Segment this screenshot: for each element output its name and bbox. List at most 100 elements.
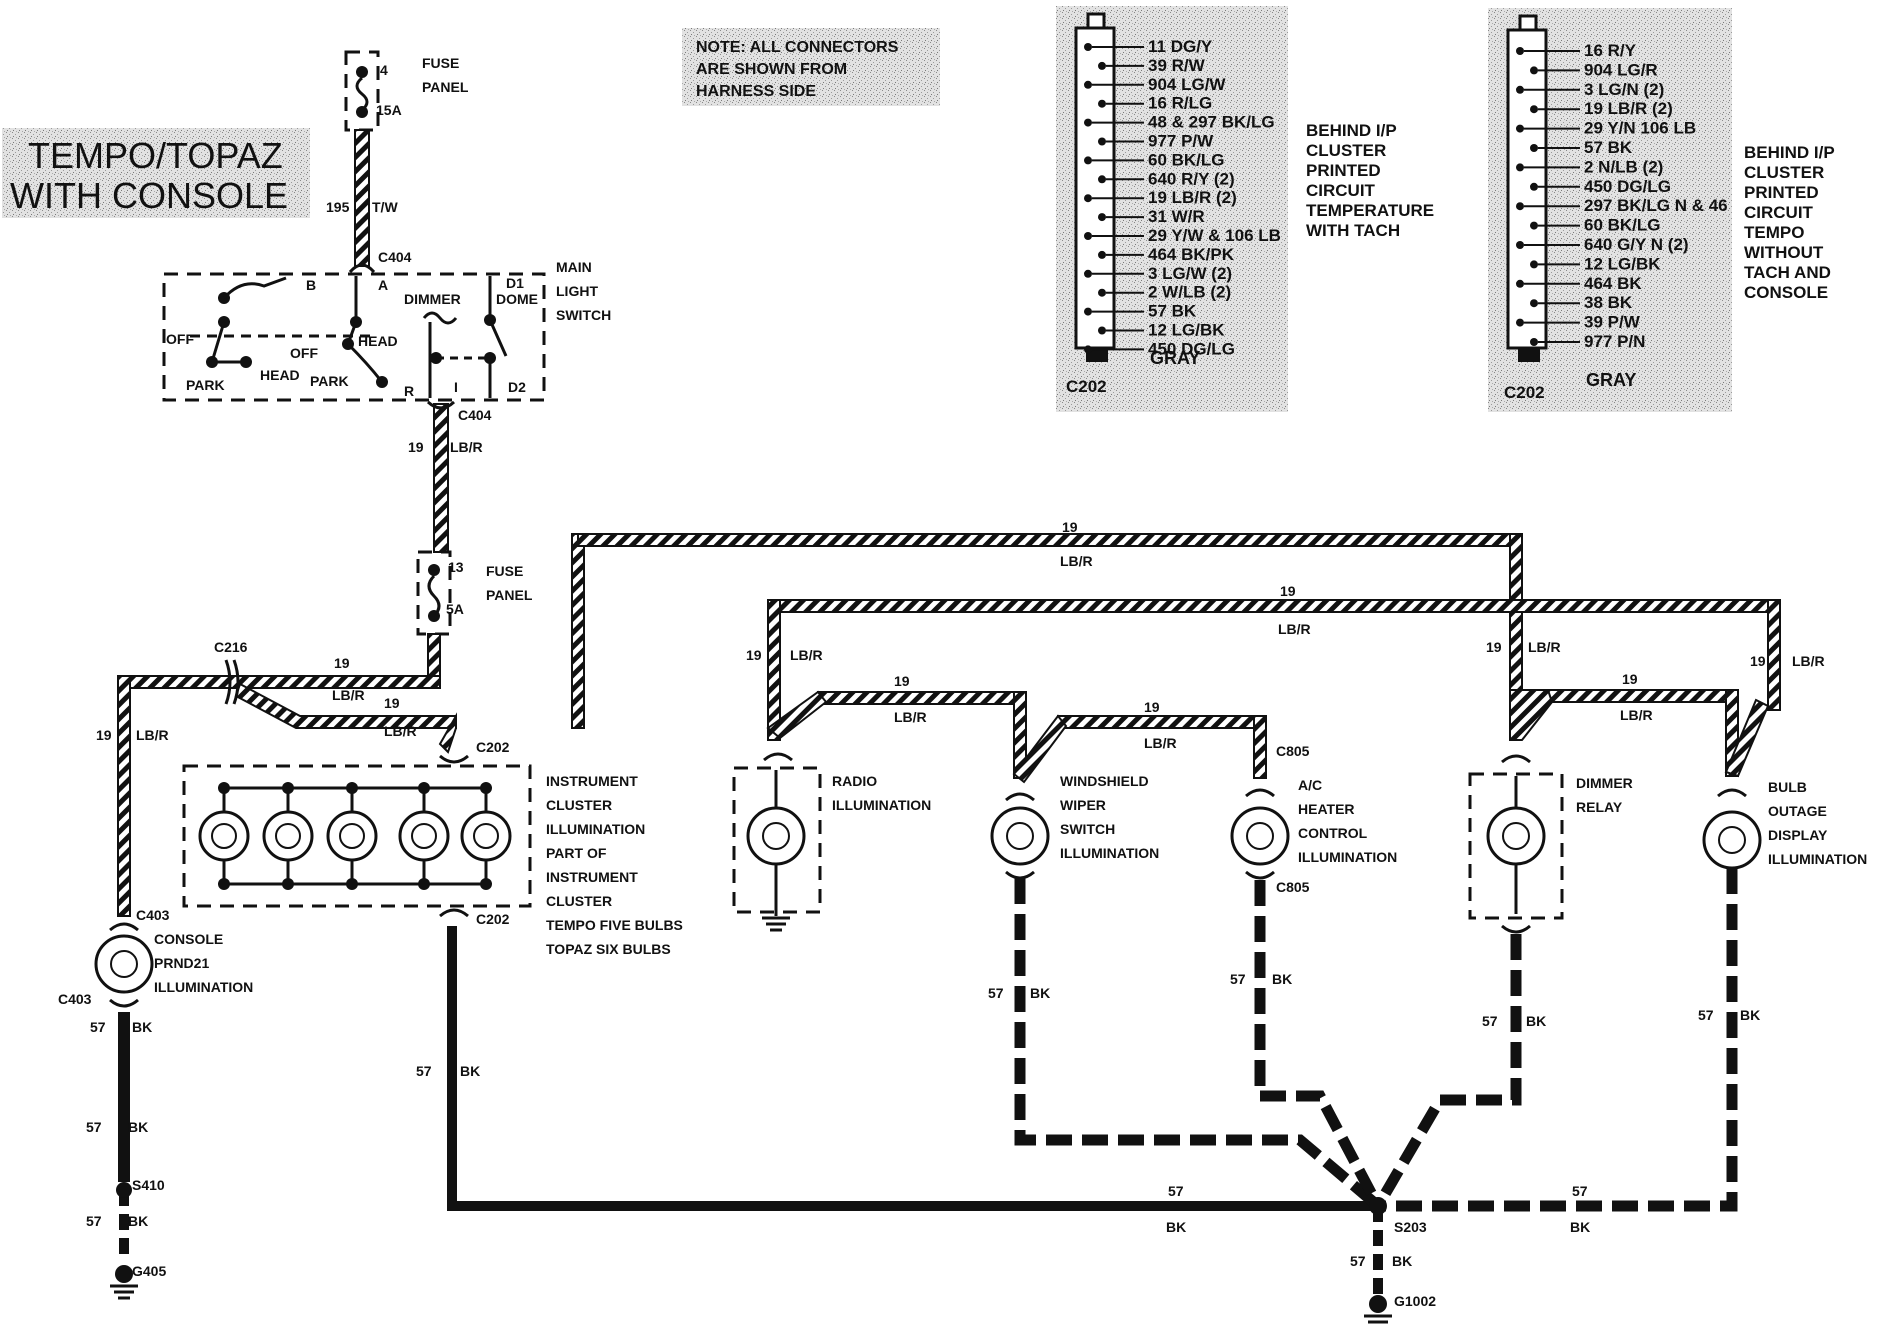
pin-label: 640 R/Y (2): [1148, 169, 1235, 188]
connector-description-line: BEHIND I/P: [1306, 121, 1397, 140]
c202-left-name: C202: [1066, 377, 1107, 396]
wire-feed-color: LB/R: [450, 439, 483, 455]
ground-label-color: BK: [128, 1119, 148, 1135]
wire-195-num: 195: [326, 199, 350, 215]
pin-label: 16 R/LG: [1148, 94, 1212, 113]
wire-label-color: LB/R: [1620, 707, 1653, 723]
connector-pin: [1516, 124, 1524, 133]
ground-icon: [1364, 1314, 1392, 1324]
connector-c403-bottom: C403: [58, 991, 92, 1007]
cluster-label-1: INSTRUMENT: [546, 773, 638, 789]
title-line-1: TEMPO/TOPAZ: [28, 135, 283, 176]
wiper-label-2: WIPER: [1060, 797, 1106, 813]
note-line-3: HARNESS SIDE: [696, 83, 816, 100]
ground-g1002-dot: [1369, 1295, 1387, 1313]
ground-label-color: BK: [128, 1213, 148, 1229]
connector-c404-top-symbol: [348, 263, 376, 274]
connector-pin: [1098, 137, 1106, 146]
pin-label: 2 N/LB (2): [1584, 157, 1663, 176]
pin-label: 19 LB/R (2): [1584, 99, 1673, 118]
connector-pin: [1084, 156, 1092, 165]
ground-label-color: BK: [1272, 971, 1292, 987]
connector-c805-bottom: C805: [1276, 879, 1310, 895]
connector-pin: [1084, 194, 1092, 203]
cluster-label-8: TOPAZ SIX BULBS: [546, 941, 671, 957]
switch-head-2: HEAD: [260, 367, 300, 383]
connector-pin: [1098, 326, 1106, 335]
dimmer-relay-label-2: RELAY: [1576, 799, 1623, 815]
pin-label: 3 LG/W (2): [1148, 264, 1232, 283]
pin-label: 464 BK: [1584, 274, 1642, 293]
connector-pin: [1084, 345, 1092, 354]
connector-pin: [1516, 318, 1524, 327]
connector-pin: [1084, 269, 1092, 278]
wire-label-color: LB/R: [894, 709, 927, 725]
wire-195-color: T/W: [372, 199, 398, 215]
bulb-outage-display-illumination: BULB OUTAGE DISPLAY ILLUMINATION: [1702, 779, 1867, 870]
connector-description-line: TEMPO: [1744, 223, 1804, 242]
console-label-2: PRND21: [154, 955, 209, 971]
connector-pin: [1084, 307, 1092, 316]
c202-right-gray: GRAY: [1586, 370, 1636, 390]
cluster-label-5: INSTRUMENT: [546, 869, 638, 885]
wire-label-color: LB/R: [332, 687, 365, 703]
ground-label-color: BK: [1166, 1219, 1186, 1235]
connector-description-line: TEMPERATURE: [1306, 201, 1434, 220]
bulb-outage-label-3: DISPLAY: [1768, 827, 1828, 843]
wiper-label-3: SWITCH: [1060, 821, 1115, 837]
pin-label: 450 DG/LG: [1148, 339, 1235, 358]
connector-c216-symbol: [224, 659, 240, 705]
wire-label-color: LB/R: [136, 727, 169, 743]
switch-dome: DOME: [496, 291, 538, 307]
pin-label: 60 BK/LG: [1584, 216, 1661, 235]
switch-label-3: SWITCH: [556, 307, 611, 323]
connector-description-line: PRINTED: [1306, 161, 1381, 180]
wire-label-color: LB/R: [1278, 621, 1311, 637]
connector-pin: [1530, 338, 1538, 346]
radio-label-1: RADIO: [832, 773, 877, 789]
wire-label-num: 19: [96, 727, 112, 743]
connector-c403-top: C403: [136, 907, 170, 923]
pin-label: 464 BK/PK: [1148, 245, 1235, 264]
c202-right-name: C202: [1504, 383, 1545, 402]
ground-g405: G405: [132, 1263, 166, 1279]
wire-label-num: 19: [1280, 583, 1296, 599]
pin-label: 640 G/Y N (2): [1584, 235, 1689, 254]
pin-label: 19 LB/R (2): [1148, 188, 1237, 207]
connector-pin: [1098, 99, 1106, 108]
wire-label-num: 19: [384, 695, 400, 711]
fuse-top-label-1: FUSE: [422, 55, 459, 71]
connector-pin: [1516, 47, 1524, 55]
cluster-label-2: CLUSTER: [546, 797, 612, 813]
ground-label-color: BK: [1392, 1253, 1412, 1269]
switch-d2: D2: [508, 379, 526, 395]
ground-label-num: 57: [1230, 971, 1246, 987]
switch-park-1: PARK: [186, 377, 225, 393]
connector-description-line: TACH AND: [1744, 263, 1831, 282]
switch-off-2: OFF: [290, 345, 318, 361]
bulb-outage-label-2: OUTAGE: [1768, 803, 1827, 819]
ground-label-num: 57: [1572, 1183, 1588, 1199]
ground-icon: [110, 1284, 138, 1300]
pin-label: 297 BK/LG N & 46: [1584, 196, 1728, 215]
pin-label: 450 DG/LG: [1584, 177, 1671, 196]
pin-label: 31 W/R: [1148, 207, 1205, 226]
connector-c202-bottom: C202: [476, 911, 510, 927]
connector-description-line: WITHOUT: [1744, 243, 1824, 262]
connector-description-line: CLUSTER: [1306, 141, 1386, 160]
connector-pin: [1516, 202, 1524, 211]
cluster-label-6: CLUSTER: [546, 893, 612, 909]
ground-label-num: 57: [1698, 1007, 1714, 1023]
wire-label-num: 19: [746, 647, 762, 663]
ground-label-num: 57: [988, 985, 1004, 1001]
pin-label: 977 P/N: [1584, 332, 1645, 351]
connector-description-line: CIRCUIT: [1306, 181, 1376, 200]
splice-s410: S410: [132, 1177, 165, 1193]
pin-label: 57 BK: [1584, 138, 1633, 157]
console-label-3: ILLUMINATION: [154, 979, 253, 995]
wiper-label-1: WINDSHIELD: [1060, 773, 1149, 789]
connector-c404-bottom: C404: [458, 407, 492, 423]
wire-label-num: 19: [1622, 671, 1638, 687]
